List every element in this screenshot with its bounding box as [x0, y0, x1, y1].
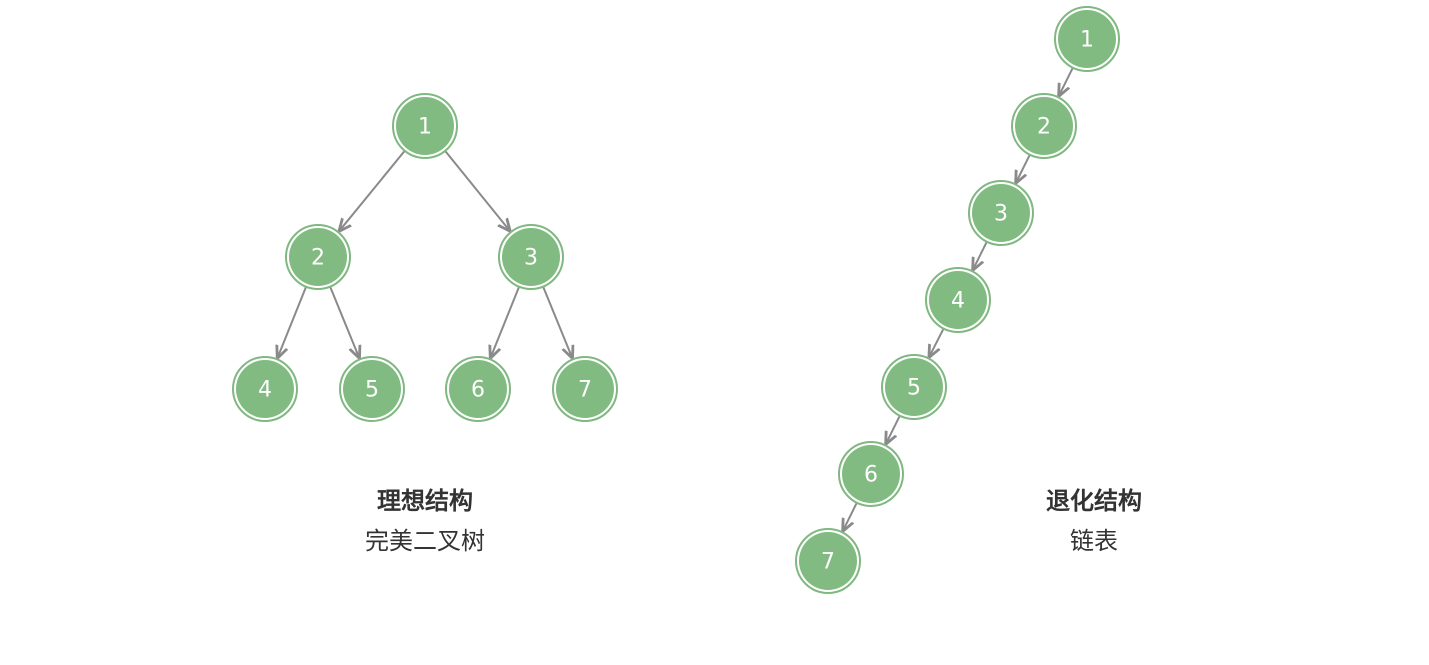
node-label: 2	[1037, 115, 1051, 140]
degenerate-node-4: 4	[925, 267, 991, 333]
node-circle	[1015, 97, 1073, 155]
degenerate-edge-5-6	[886, 415, 901, 445]
perfect-node-6: 6	[445, 356, 511, 422]
node-label: 3	[524, 246, 538, 271]
node-label: 7	[821, 550, 835, 575]
node-circle	[343, 360, 401, 418]
degenerate-tree-nodes: 1 2 3 4 5 6 7	[795, 6, 1120, 594]
node-label: 5	[907, 376, 921, 401]
degenerate-tree-subtitle: 链表	[1070, 527, 1118, 555]
degenerate-node-5: 5	[881, 354, 947, 420]
perfect-tree-subtitle: 完美二叉树	[365, 527, 485, 555]
node-label: 2	[311, 246, 325, 271]
perfect-tree-title: 理想结构	[377, 487, 473, 515]
degenerate-node-2: 2	[1011, 93, 1077, 159]
degenerate-node-6: 6	[838, 441, 904, 507]
node-label: 7	[578, 378, 592, 403]
degenerate-edge-3-4	[973, 241, 988, 271]
perfect-node-7: 7	[552, 356, 618, 422]
perfect-node-3: 3	[498, 224, 564, 290]
node-circle	[396, 97, 454, 155]
node-circle	[289, 228, 347, 286]
perfect-edge-1-2	[339, 150, 406, 232]
node-circle	[929, 271, 987, 329]
perfect-node-1: 1	[392, 93, 458, 159]
perfect-edge-2-5	[329, 286, 359, 359]
node-label: 6	[864, 463, 878, 488]
node-circle	[502, 228, 560, 286]
degenerate-edge-1-2	[1059, 67, 1074, 97]
perfect-tree-nodes: 1 2 3 4 5 6 7	[232, 93, 618, 422]
degenerate-edge-2-3	[1016, 154, 1031, 184]
node-circle	[972, 184, 1030, 242]
perfect-edge-3-6	[490, 286, 521, 359]
perfect-node-2: 2	[285, 224, 351, 290]
node-label: 4	[951, 289, 965, 314]
node-label: 1	[1080, 28, 1094, 53]
node-circle	[842, 445, 900, 503]
perfect-edge-2-4	[277, 286, 308, 359]
node-label: 6	[471, 378, 485, 403]
degenerate-edge-4-5	[929, 328, 945, 358]
degenerate-tree-linked-list: 1 2 3 4 5 6 7 退化结构 链表	[795, 6, 1142, 594]
degenerate-node-7: 7	[795, 528, 861, 594]
perfect-node-5: 5	[339, 356, 405, 422]
node-label: 5	[365, 378, 379, 403]
degenerate-edge-6-7	[843, 502, 858, 532]
node-circle	[885, 358, 943, 416]
perfect-tree-edges	[277, 150, 572, 359]
perfect-binary-tree: 1 2 3 4 5 6 7 理想结构 完美二叉树	[232, 93, 618, 555]
degenerate-node-1: 1	[1054, 6, 1120, 72]
node-label: 4	[258, 378, 272, 403]
degenerate-tree-edges	[843, 67, 1074, 532]
degenerate-node-3: 3	[968, 180, 1034, 246]
node-circle	[799, 532, 857, 590]
perfect-edge-1-3	[444, 150, 510, 231]
degenerate-tree-title: 退化结构	[1046, 487, 1142, 515]
node-label: 1	[418, 115, 432, 140]
node-circle	[236, 360, 294, 418]
node-circle	[449, 360, 507, 418]
perfect-edge-3-7	[542, 286, 572, 359]
node-circle	[1058, 10, 1116, 68]
perfect-node-4: 4	[232, 356, 298, 422]
node-circle	[556, 360, 614, 418]
node-label: 3	[994, 202, 1008, 227]
